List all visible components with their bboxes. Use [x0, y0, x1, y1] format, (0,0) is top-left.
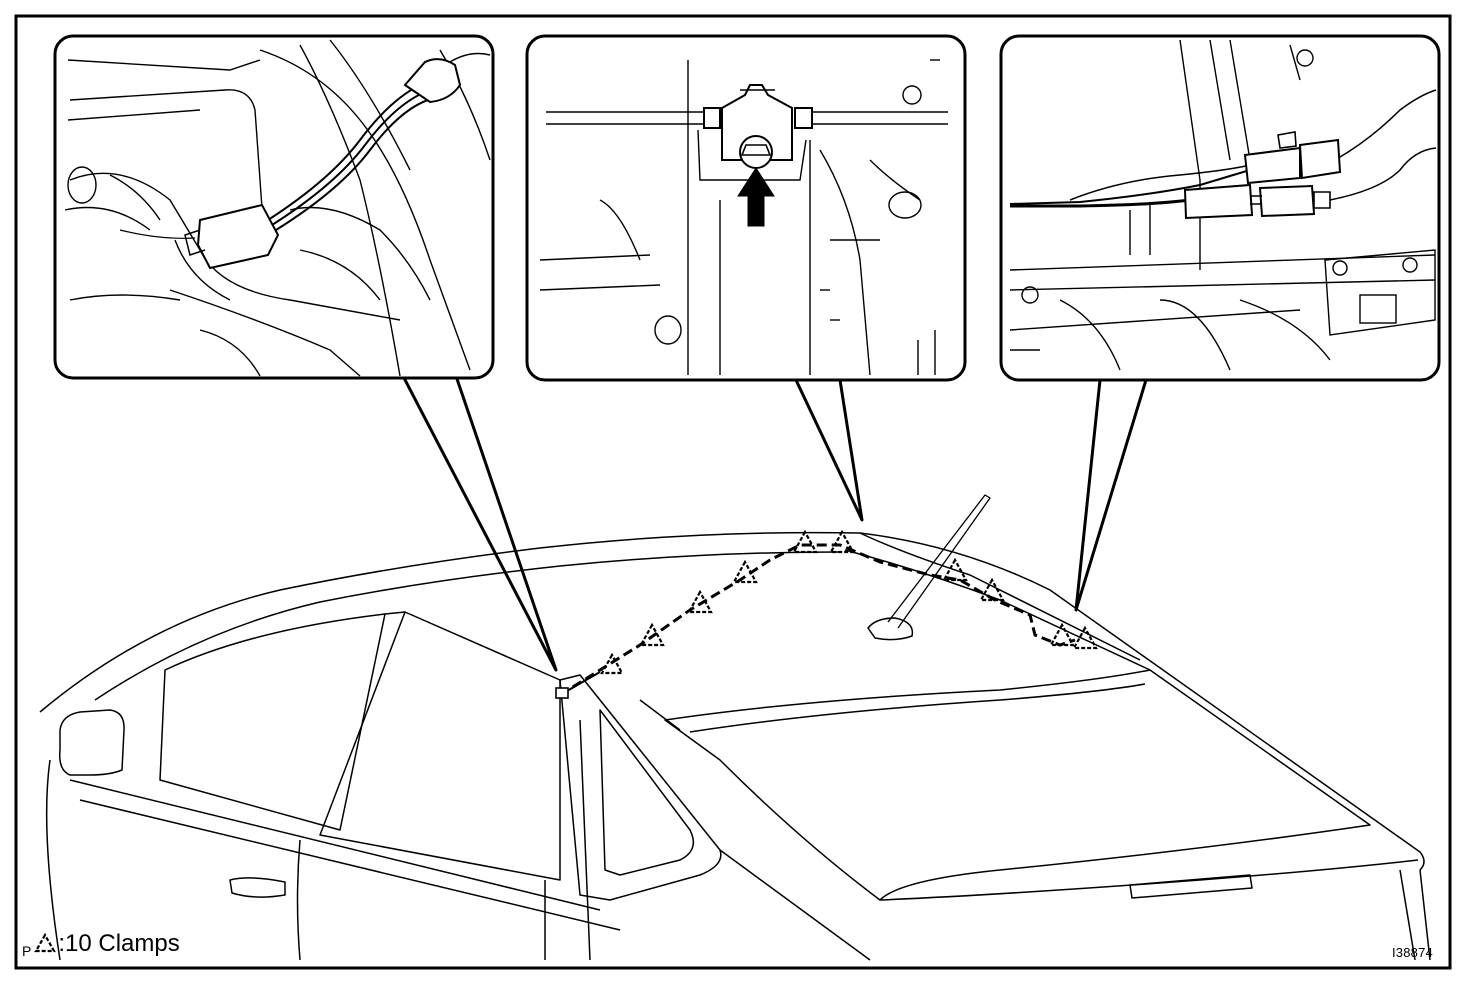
callout-pointer-left [401, 374, 558, 672]
legend-prefix: P [22, 943, 32, 959]
callout-pointer-right [1074, 378, 1148, 612]
callout-connector-left [53, 34, 495, 380]
callout-clamp-bolt [525, 34, 967, 382]
arrow-icon [737, 167, 775, 227]
figure-id: I38874 [1392, 945, 1433, 960]
clamp-triangle-icon [34, 933, 57, 953]
outer-frame [14, 14, 1452, 970]
harness-route [555, 543, 1076, 699]
car-outline [39, 494, 1431, 961]
legend: P :10 Clamps [22, 924, 180, 958]
callout-connector-right [999, 34, 1441, 382]
clamp-markers [600, 529, 1098, 675]
callout-pointer-middle [794, 378, 864, 522]
legend-label: :10 Clamps [58, 930, 180, 957]
